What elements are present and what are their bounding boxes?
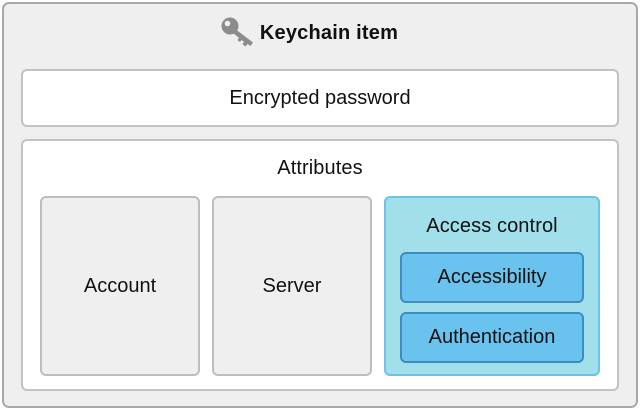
key-icon — [221, 17, 253, 47]
accessibility-label: Accessibility — [437, 266, 547, 288]
authentication-box: Authentication — [400, 312, 584, 363]
server-box: Server — [212, 196, 372, 376]
encrypted-password-box: Encrypted password — [21, 69, 619, 127]
encrypted-password-label: Encrypted password — [229, 86, 411, 109]
attributes-label: Attributes — [277, 157, 363, 179]
server-label: Server — [262, 274, 322, 297]
account-box: Account — [40, 196, 200, 376]
access-control-label: Access control — [426, 215, 558, 237]
keychain-item-header: Keychain item — [0, 16, 636, 50]
authentication-label: Authentication — [428, 326, 556, 348]
account-label: Account — [83, 274, 157, 297]
accessibility-box: Accessibility — [400, 252, 584, 303]
diagram-title: Keychain item — [259, 21, 399, 44]
